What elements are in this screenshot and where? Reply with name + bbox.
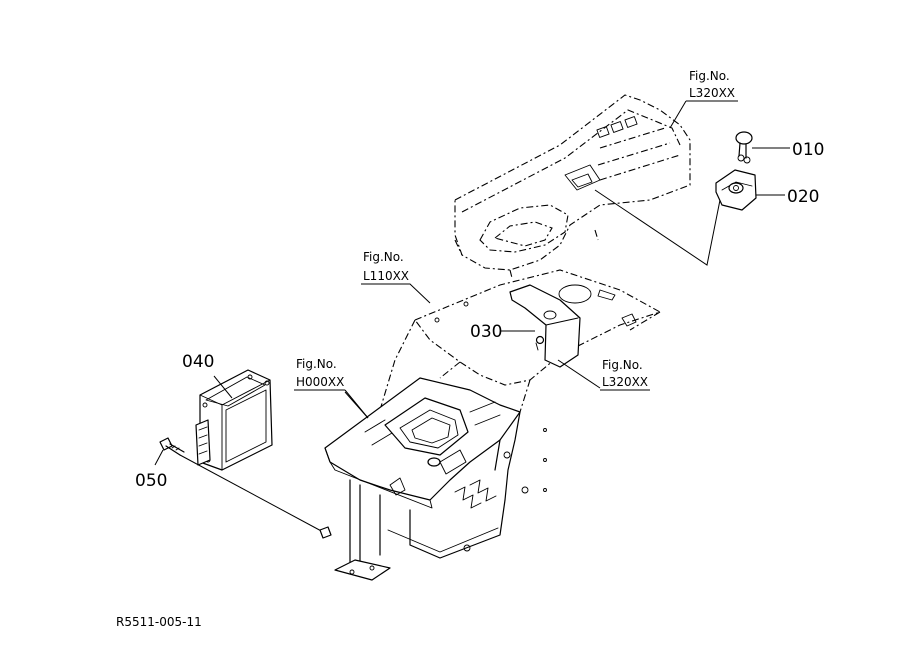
bolt-050 xyxy=(154,437,332,539)
callout-050: 050 xyxy=(135,471,167,491)
callout-040: 040 xyxy=(182,352,214,372)
dashboard-panel-phantom xyxy=(454,94,691,279)
fig-ref-h000: Fig.No. H000XX xyxy=(294,357,369,419)
assembly-line-key xyxy=(594,189,721,266)
key-switch-assembly xyxy=(715,131,790,211)
fig-ref-top-line2: L320XX xyxy=(689,86,735,100)
main-frame xyxy=(324,361,547,581)
callout-010: 010 xyxy=(792,140,824,160)
drawing-code: R5511-005-11 xyxy=(116,615,202,629)
fig-ref-h000-line1: Fig.No. xyxy=(296,357,337,371)
callout-030: 030 xyxy=(470,322,502,342)
fig-ref-l320-right-line2: L320XX xyxy=(602,375,648,389)
fig-ref-l110-line2: L110XX xyxy=(363,269,409,283)
fig-ref-h000-line2: H000XX xyxy=(296,375,344,389)
fig-ref-top-line1: Fig.No. xyxy=(689,69,730,83)
bracket-030 xyxy=(500,284,601,389)
controller-box-040 xyxy=(195,369,273,471)
fig-ref-l110: Fig.No. L110XX xyxy=(361,250,431,304)
callout-020: 020 xyxy=(787,187,819,207)
fig-ref-l320-right-line1: Fig.No. xyxy=(602,358,643,372)
fig-ref-top: Fig.No. L320XX xyxy=(669,69,738,129)
fig-ref-l110-line1: Fig.No. xyxy=(363,250,404,264)
fig-ref-l320-right: Fig.No. L320XX xyxy=(600,358,650,391)
